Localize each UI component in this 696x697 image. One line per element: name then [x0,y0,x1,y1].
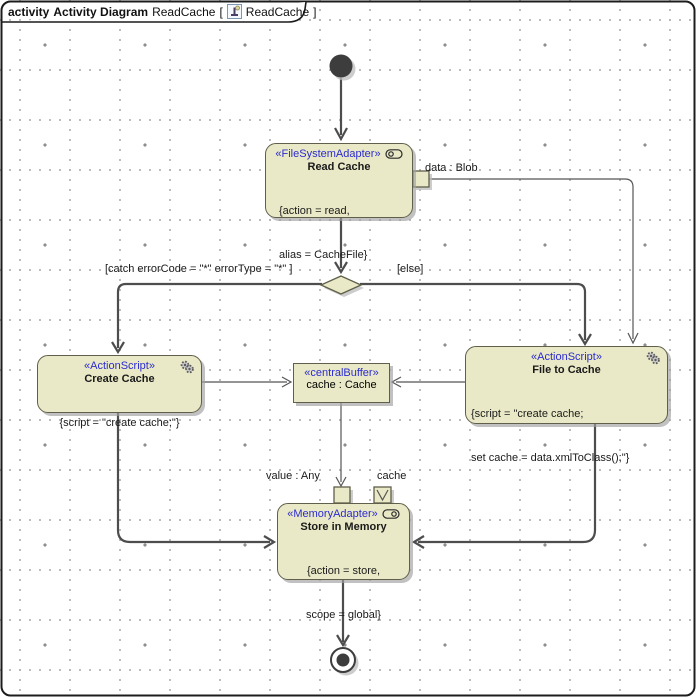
edge-file-to-cache-to-store-in-memory[interactable] [411,424,597,549]
file-to-cache-name: File to Cache [532,364,601,376]
file-to-cache-prop: set cache = data.xmlToClass();"} [471,451,630,464]
adapter-toggle-icon [382,509,400,519]
create-cache-name: Create Cache [84,373,155,385]
gears-icon [646,351,660,365]
edge-decision-to-create-cache-catch[interactable] [111,282,322,355]
initial-node[interactable] [329,54,356,81]
gears-icon [180,360,194,374]
output-pin-data[interactable] [412,170,432,190]
edge-create-cache-to-store-in-memory[interactable] [116,413,277,549]
read-cache-name: Read Cache [307,161,371,173]
read-cache-stereotype: «FileSystemAdapter» [275,148,381,160]
adapter-toggle-icon [384,149,403,159]
create-cache-stereotype: «ActionScript» [84,360,155,372]
store-in-memory-name: Store in Memory [300,521,387,533]
central-buffer-node[interactable]: «centralBuffer» cache : Cache [293,363,390,403]
action-node-create-cache[interactable]: «ActionScript» Create Cache {script = "c… [37,355,202,429]
edge-file-to-cache-to-buffer[interactable] [390,376,465,388]
activity-diagram-icon [226,4,242,19]
store-in-memory-prop: scope = global} [306,608,381,621]
header-bracket-open: [ [219,4,223,19]
pin-label-value-any[interactable]: value : Any [266,470,320,482]
store-in-memory-stereotype: «MemoryAdapter» [287,508,378,520]
central-buffer-stereotype: «centralBuffer» [304,367,379,379]
header-diagram-name: ReadCache [152,4,216,19]
header-diagram-type: Activity Diagram [53,4,149,19]
action-node-store-in-memory[interactable]: «MemoryAdapter» Store in Memory {action … [277,503,410,621]
input-pin-value[interactable] [333,486,353,506]
edge-read-cache-to-decision[interactable] [334,218,348,275]
action-node-file-to-cache[interactable]: «ActionScript» File to Cache {script = "… [465,346,668,464]
edge-decision-to-file-to-cache-else[interactable] [360,282,592,347]
header-tab-ref: ReadCache [245,4,310,19]
pin-label-data-blob[interactable]: data : Blob [425,162,478,174]
action-node-read-cache[interactable]: «FileSystemAdapter» Read Cache {action =… [265,143,413,261]
store-in-memory-prop: {action = store, [306,565,381,577]
file-to-cache-prop: {script = "create cache; [471,408,584,420]
guard-label-catch[interactable]: [catch errorCode = "*" errorType = "*" ] [105,263,293,275]
pin-label-cache[interactable]: cache [377,470,407,482]
edge-initial-to-read-cache[interactable] [334,78,348,142]
header-keyword: activity [8,4,50,19]
read-cache-prop: alias = CacheFile} [279,248,368,261]
central-buffer-name: cache : Cache [306,379,377,391]
edge-buffer-to-value-pin[interactable] [335,403,347,488]
edge-data-pin-to-file-to-cache[interactable] [429,178,639,345]
edge-create-cache-to-buffer[interactable] [202,376,293,388]
decision-node[interactable] [319,275,364,297]
frame-header-label: activity Activity Diagram ReadCache [ Re… [8,4,317,19]
create-cache-prop: {script = "create cache;"} [59,417,180,429]
header-bracket-close: ] [313,4,317,19]
read-cache-prop: {action = read, [279,205,350,217]
guard-label-else[interactable]: [else] [397,263,424,275]
edge-store-in-memory-to-final[interactable] [336,580,350,648]
file-to-cache-stereotype: «ActionScript» [531,351,602,363]
final-node[interactable] [330,647,359,676]
